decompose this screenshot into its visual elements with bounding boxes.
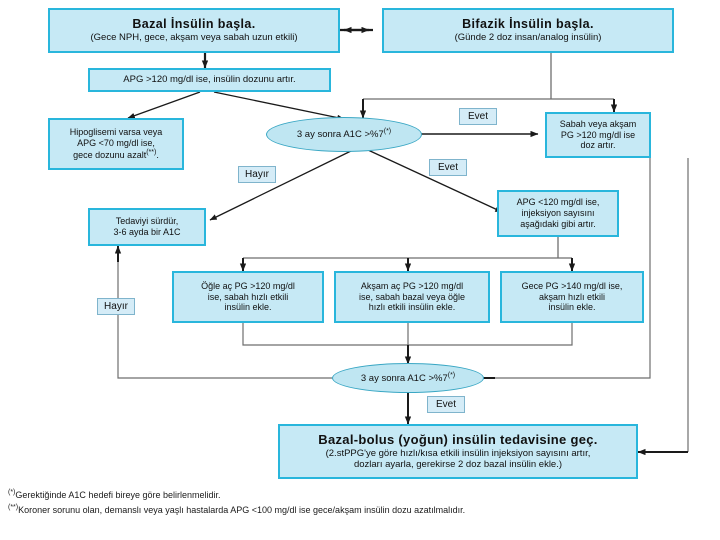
node-continue-treatment[interactable]: Tedaviyi sürdür, 3-6 ayda bir A1C <box>88 208 206 246</box>
node-apg-under-120-line3: aşağıdaki gibi artır. <box>520 218 596 229</box>
node-basal-start[interactable]: Bazal İnsülin başla. (Gece NPH, gece, ak… <box>48 8 340 53</box>
node-morning-evening-pg-line3: doz artır. <box>580 140 616 151</box>
node-apg-increase[interactable]: APG >120 mg/dl ise, insülin dozunu artır… <box>88 68 331 92</box>
node-apg-under-120-line2: injeksiyon sayısını <box>521 208 595 219</box>
node-basal-bolus-line1: (2.stPPG'ye göre hızlı/kısa etkili insül… <box>325 447 591 459</box>
node-basal-bolus[interactable]: Bazal-bolus (yoğun) insülin tedavisine g… <box>278 424 638 479</box>
edge-label-evet-1: Evet <box>459 108 497 125</box>
node-basal-start-title: Bazal İnsülin başla. <box>132 17 256 32</box>
node-bifazik-start-title: Bifazik İnsülin başla. <box>462 17 594 32</box>
footnotes: (*)Gerektiğinde A1C hedefi bireye göre b… <box>8 488 712 518</box>
edge-label-evet-3: Evet <box>427 396 465 413</box>
node-hypoglycemia-line3: gece dozunu azalt(**). <box>73 148 159 160</box>
node-basal-bolus-title: Bazal-bolus (yoğun) insülin tedavisine g… <box>318 431 598 447</box>
node-evening-pg[interactable]: Akşam aç PG >120 mg/dl ise, sabah bazal … <box>334 271 490 323</box>
node-decision-a1c-second-text: 3 ay sonra A1C >%7 <box>360 373 448 385</box>
node-hypoglycemia-footnote-mark: (**) <box>146 148 157 156</box>
node-morning-evening-pg-line1: Sabah veya akşam <box>559 118 637 129</box>
node-decision-a1c-first-footnote-mark: (*) <box>383 128 392 136</box>
footnote-1-text: Gerektiğinde A1C hedefi bireye göre beli… <box>15 490 221 500</box>
node-bifazik-start[interactable]: Bifazik İnsülin başla. (Günde 2 doz insa… <box>382 8 674 53</box>
node-noon-pg-line1: Öğle aç PG >120 mg/dl <box>201 280 295 291</box>
edge-label-hayir-1: Hayır <box>238 166 276 183</box>
node-bifazik-start-subtitle: (Günde 2 doz insan/analog insülin) <box>454 32 602 44</box>
node-noon-pg[interactable]: Öğle aç PG >120 mg/dl ise, sabah hızlı e… <box>172 271 324 323</box>
node-noon-pg-line3: insülin ekle. <box>224 302 272 313</box>
node-night-pg-line3: insülin ekle. <box>548 302 596 313</box>
node-continue-treatment-line1: Tedaviyi sürdür, <box>115 216 179 227</box>
edge-label-hayir-2: Hayır <box>97 298 135 315</box>
node-night-pg-line1: Gece PG >140 mg/dl ise, <box>521 280 623 291</box>
node-noon-pg-line2: ise, sabah hızlı etkili <box>207 291 289 302</box>
node-basal-start-subtitle: (Gece NPH, gece, akşam veya sabah uzun e… <box>90 32 298 44</box>
node-night-pg[interactable]: Gece PG >140 mg/dl ise, akşam hızlı etki… <box>500 271 644 323</box>
node-evening-pg-line1: Akşam aç PG >120 mg/dl <box>360 280 464 291</box>
edge-label-evet-2: Evet <box>429 159 467 176</box>
footnote-2-text: Koroner sorunu olan, demanslı veya yaşlı… <box>18 504 466 515</box>
node-night-pg-line2: akşam hızlı etkili <box>538 291 606 302</box>
footnote-1: (*)Gerektiğinde A1C hedefi bireye göre b… <box>8 488 712 503</box>
node-apg-under-120-line1: APG <120 mg/dl ise, <box>516 197 600 208</box>
node-morning-evening-pg-line2: PG >120 mg/dl ise <box>560 129 636 140</box>
node-decision-a1c-second[interactable]: 3 ay sonra A1C >%7(*) <box>332 363 484 393</box>
node-basal-bolus-line2: dozları ayarla, gerekirse 2 doz bazal in… <box>353 459 563 471</box>
node-apg-under-120[interactable]: APG <120 mg/dl ise, injeksiyon sayısını … <box>497 190 619 237</box>
node-decision-a1c-second-text-wrap: 3 ay sonra A1C >%7(*) <box>361 372 455 384</box>
node-hypoglycemia-line1: Hipoglisemi varsa veya <box>69 127 163 138</box>
node-continue-treatment-line2: 3-6 ayda bir A1C <box>113 227 181 237</box>
node-decision-a1c-first[interactable]: 3 ay sonra A1C >%7(*) <box>266 117 422 152</box>
node-decision-a1c-second-footnote-mark: (*) <box>447 371 456 379</box>
node-hypoglycemia-line3-text: gece dozunu azalt <box>73 149 147 160</box>
node-decision-a1c-first-text: 3 ay sonra A1C >%7 <box>296 129 384 141</box>
node-evening-pg-line2: ise, sabah bazal veya öğle <box>358 291 466 302</box>
node-evening-pg-line3: hızlı etkili insülin ekle. <box>368 302 456 313</box>
footnote-1-mark: (*) <box>8 489 16 496</box>
footnote-2-mark: (**) <box>8 503 19 511</box>
node-decision-a1c-first-text-wrap: 3 ay sonra A1C >%7(*) <box>297 128 391 140</box>
node-hypoglycemia-line2: APG <70 mg/dl ise, <box>77 138 155 149</box>
footnote-2: (**)Koroner sorunu olan, demanslı veya y… <box>8 503 712 518</box>
node-apg-increase-text: APG >120 mg/dl ise, insülin dozunu artır… <box>123 74 296 86</box>
node-morning-evening-pg[interactable]: Sabah veya akşam PG >120 mg/dl ise doz a… <box>545 112 651 158</box>
node-hypoglycemia[interactable]: Hipoglisemi varsa veya APG <70 mg/dl ise… <box>48 118 184 170</box>
